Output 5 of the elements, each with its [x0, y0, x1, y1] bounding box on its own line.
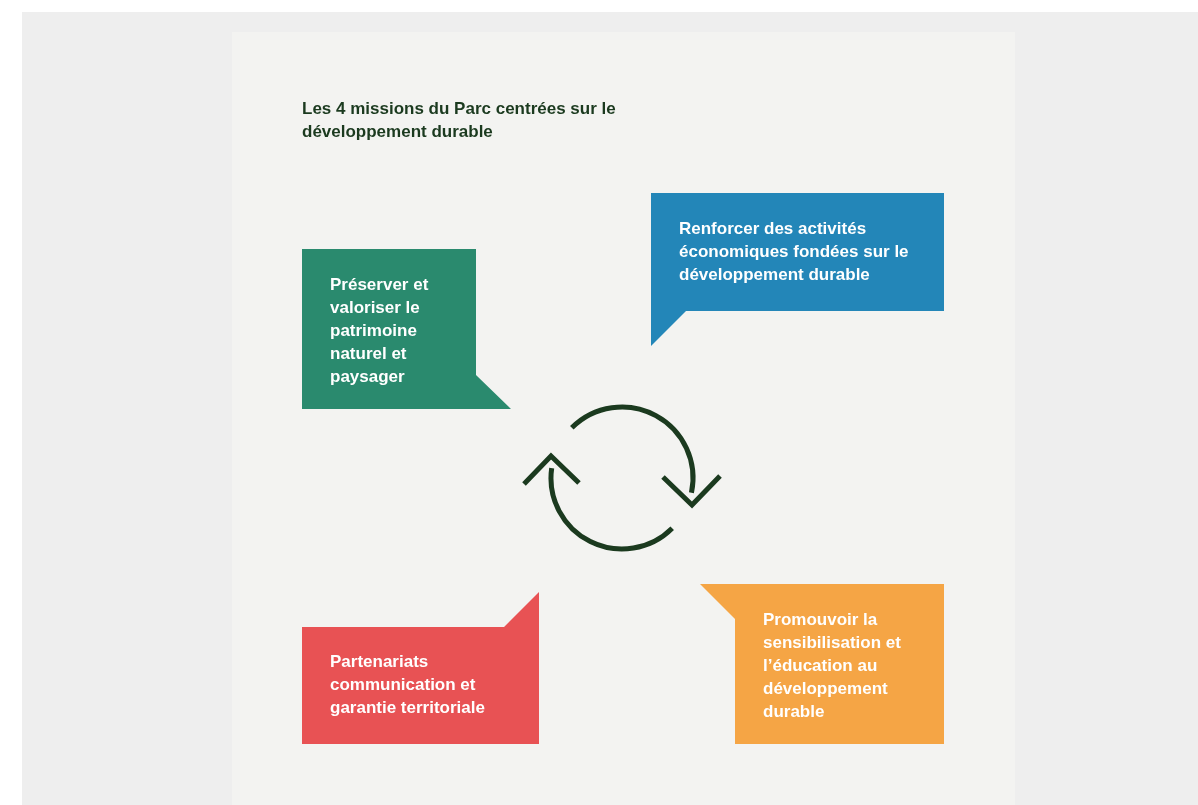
- diagram-title: Les 4 missions du Parc centrées sur le développement durable: [302, 98, 617, 143]
- mission-text: Préserver et valoriser le patrimoine naturel et paysager: [330, 274, 430, 388]
- mission-text: Partenariats communication et garantie territoriale: [330, 651, 486, 719]
- mission-text: Promouvoir la sensibilisation et l’éducation au développement durable: [763, 609, 902, 723]
- mission-text: Renforcer des activités économiques fondées sur le développement durable: [679, 218, 910, 286]
